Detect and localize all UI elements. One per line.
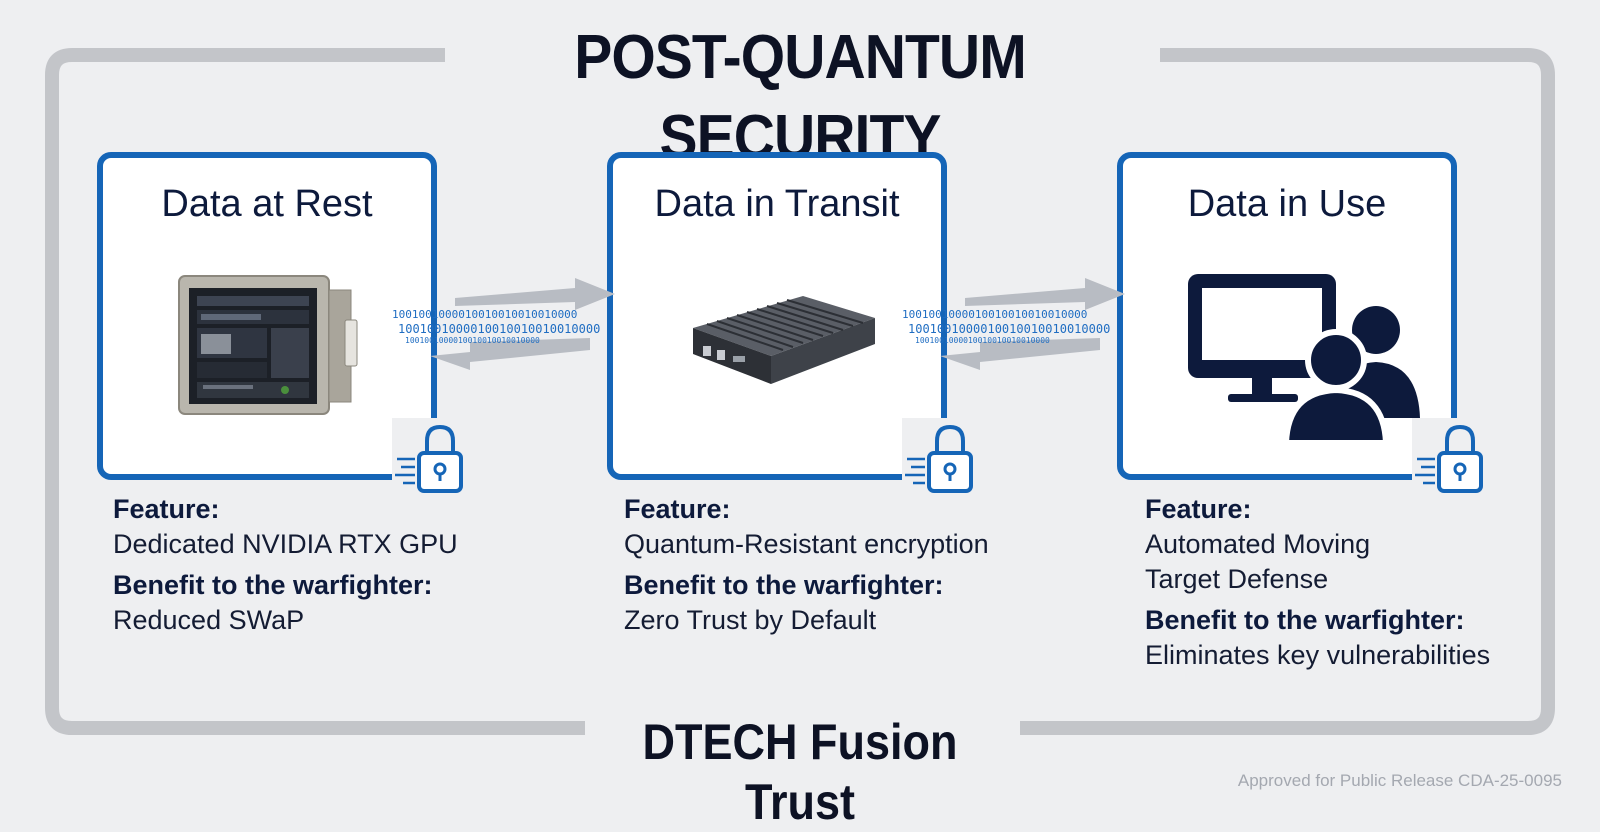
product-name: DTECH Fusion Trust: [642, 714, 958, 830]
binary-stream-top: 1001001000010010010010010000: [902, 308, 1088, 321]
info-data-in-use: Feature: Automated Moving Target Defense…: [1145, 492, 1585, 679]
lock-icon: [395, 425, 463, 493]
release-note: Approved for Public Release CDA-25-0095: [1237, 771, 1562, 790]
lock-icon: [905, 425, 973, 493]
benefit-label: Benefit to the warfighter:: [624, 570, 944, 600]
feature-value: Quantum-Resistant encryption: [624, 529, 989, 559]
rugged-server-case-icon: [178, 275, 358, 415]
binary-stream-top: 1001001000010010010010010000: [392, 308, 578, 321]
lock-icon: [1415, 425, 1483, 493]
feature-value-line-1: Automated Moving: [1145, 529, 1371, 559]
binary-stream-bottom: 1001001000010010010010010000: [915, 336, 1050, 345]
card-title: Data in Use: [1187, 183, 1387, 225]
edge-computer-device-icon: [693, 296, 875, 384]
bidirectional-arrow-icon: [940, 278, 1125, 370]
card-title: Data in Transit: [654, 183, 900, 225]
card-data-at-rest: Data at Rest: [97, 152, 437, 480]
info-data-in-transit: Feature: Quantum-Resistant encryption Be…: [624, 492, 1044, 644]
card-data-in-use: Data in Use: [1117, 152, 1457, 480]
binary-stream-middle: 1001001000010010010010010000: [398, 322, 601, 336]
feature-label: Feature:: [1145, 494, 1252, 524]
feature-value: Dedicated NVIDIA RTX GPU: [113, 529, 458, 559]
page-title: POST-QUANTUM SECURITY: [574, 23, 1027, 172]
benefit-value: Reduced SWaP: [113, 605, 305, 635]
benefit-label: Benefit to the warfighter:: [1145, 605, 1465, 635]
card-title: Data at Rest: [161, 183, 373, 225]
binary-stream-bottom: 1001001000010010010010010000: [405, 336, 540, 345]
info-data-at-rest: Feature: Dedicated NVIDIA RTX GPU Benefi…: [113, 492, 533, 644]
bidirectional-arrow-icon: [430, 278, 615, 370]
monitor-with-users-icon: [1188, 274, 1420, 443]
outer-frame: [45, 48, 1555, 735]
benefit-value: Zero Trust by Default: [624, 605, 877, 635]
feature-value-line-2: Target Defense: [1145, 564, 1329, 594]
card-data-in-transit: Data in Transit: [607, 152, 947, 480]
feature-label: Feature:: [624, 494, 731, 524]
feature-label: Feature:: [113, 494, 220, 524]
benefit-label: Benefit to the warfighter:: [113, 570, 433, 600]
benefit-value: Eliminates key vulnerabilities: [1145, 640, 1491, 670]
binary-stream-middle: 1001001000010010010010010000: [908, 322, 1111, 336]
